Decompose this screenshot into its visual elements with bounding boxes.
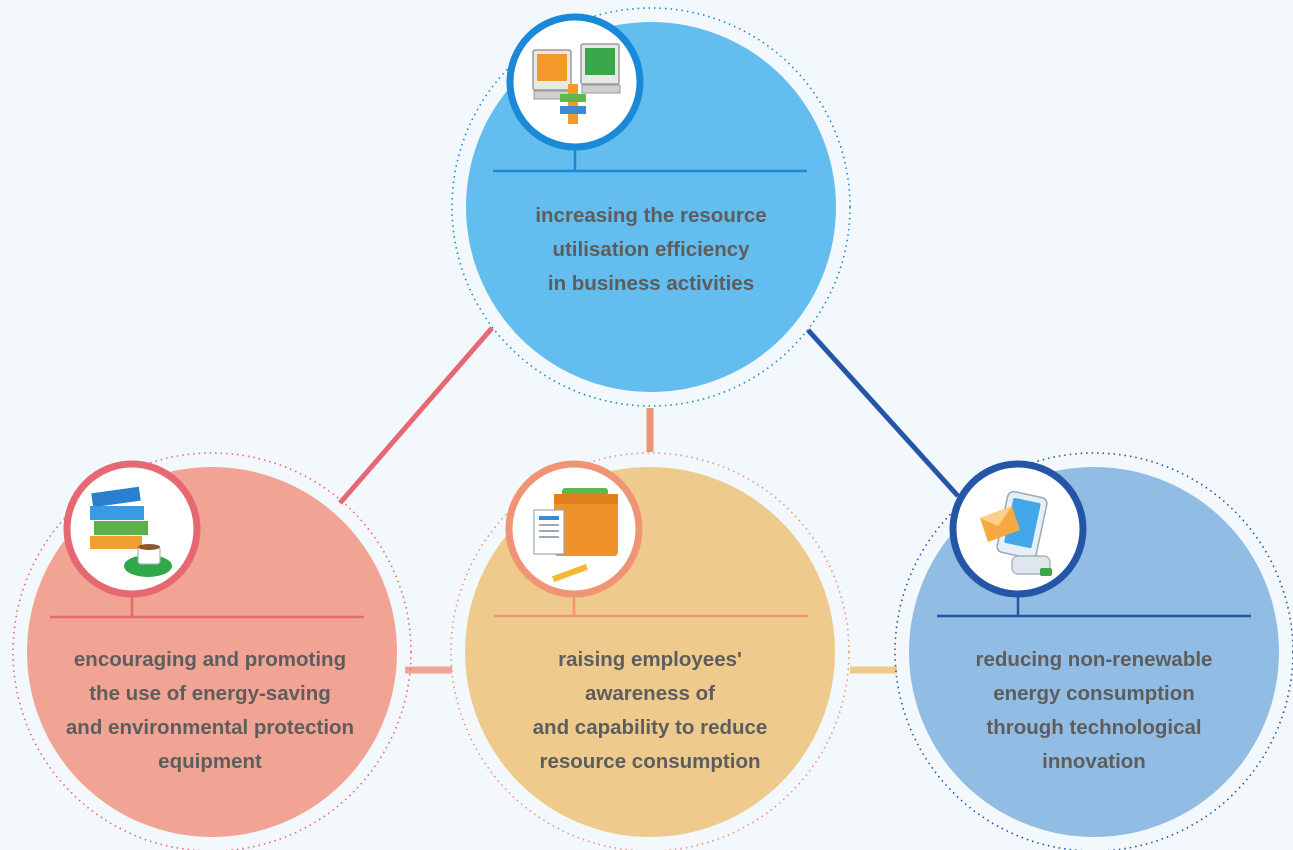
- left-label-line: encouraging and promoting: [73, 648, 347, 671]
- middle-label-line: awareness of: [585, 682, 715, 705]
- right-label-line: energy consumption: [993, 682, 1195, 705]
- top-label-line: utilisation efficiency: [552, 238, 750, 261]
- top-label-line: in business activities: [547, 272, 755, 295]
- middle-label-line: raising employees': [558, 648, 742, 671]
- right-label-line: reducing non-renewable: [975, 648, 1213, 671]
- top-label-line: increasing the resource: [535, 204, 767, 227]
- middle-label-line: resource consumption: [539, 750, 761, 773]
- left-label-line: the use of energy-saving: [89, 682, 331, 705]
- right-label-line: innovation: [1042, 750, 1146, 773]
- node-top-label: increasing the resource utilisation effic…: [492, 199, 810, 301]
- left-label-line: equipment: [158, 750, 262, 773]
- node-right: [894, 452, 1293, 850]
- node-middle-dotted-ring: [450, 452, 850, 850]
- computer-transfer-icon: [532, 43, 621, 124]
- mobile-mail-icon: [980, 490, 1052, 576]
- node-top-icon-ring: [506, 13, 644, 151]
- briefcase-documents-icon: [533, 488, 618, 582]
- node-left-dotted-ring: [12, 452, 412, 850]
- node-middle: [450, 452, 850, 850]
- right-label-line: through technological: [986, 716, 1202, 739]
- node-left: [12, 452, 412, 850]
- books-coffee-icon: [90, 486, 172, 577]
- node-left-label: encouraging and promoting the use of ener…: [30, 643, 390, 779]
- node-top: [451, 7, 851, 407]
- middle-label-line: and capability to reduce: [532, 716, 768, 739]
- connector-top-right: [806, 328, 960, 498]
- node-middle-label: raising employees' awareness of and capabi…: [480, 643, 820, 779]
- node-top-dotted-ring: [451, 7, 851, 407]
- node-right-label: reducing non-renewable energy consumption…: [924, 643, 1264, 779]
- connector-top-left: [338, 326, 494, 505]
- left-label-line: and environmental protection: [65, 716, 355, 739]
